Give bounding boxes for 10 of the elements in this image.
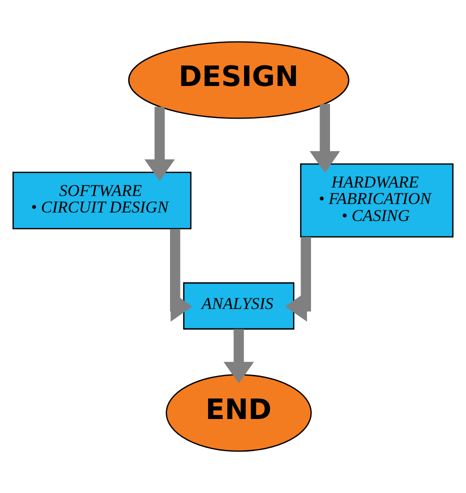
node-box: HARDWARE • FABRICATION • CASING bbox=[300, 163, 454, 238]
node-ellipse: DESIGN bbox=[128, 41, 350, 119]
node-box: ANALYSIS bbox=[183, 282, 294, 330]
arrow bbox=[310, 104, 340, 173]
node-ellipse: END bbox=[166, 374, 312, 452]
arrow bbox=[170, 228, 192, 322]
node-box: SOFTWARE • CIRCUIT DESIGN bbox=[12, 172, 192, 230]
arrow bbox=[144, 106, 175, 182]
arrow bbox=[224, 329, 254, 384]
arrow bbox=[285, 236, 312, 322]
